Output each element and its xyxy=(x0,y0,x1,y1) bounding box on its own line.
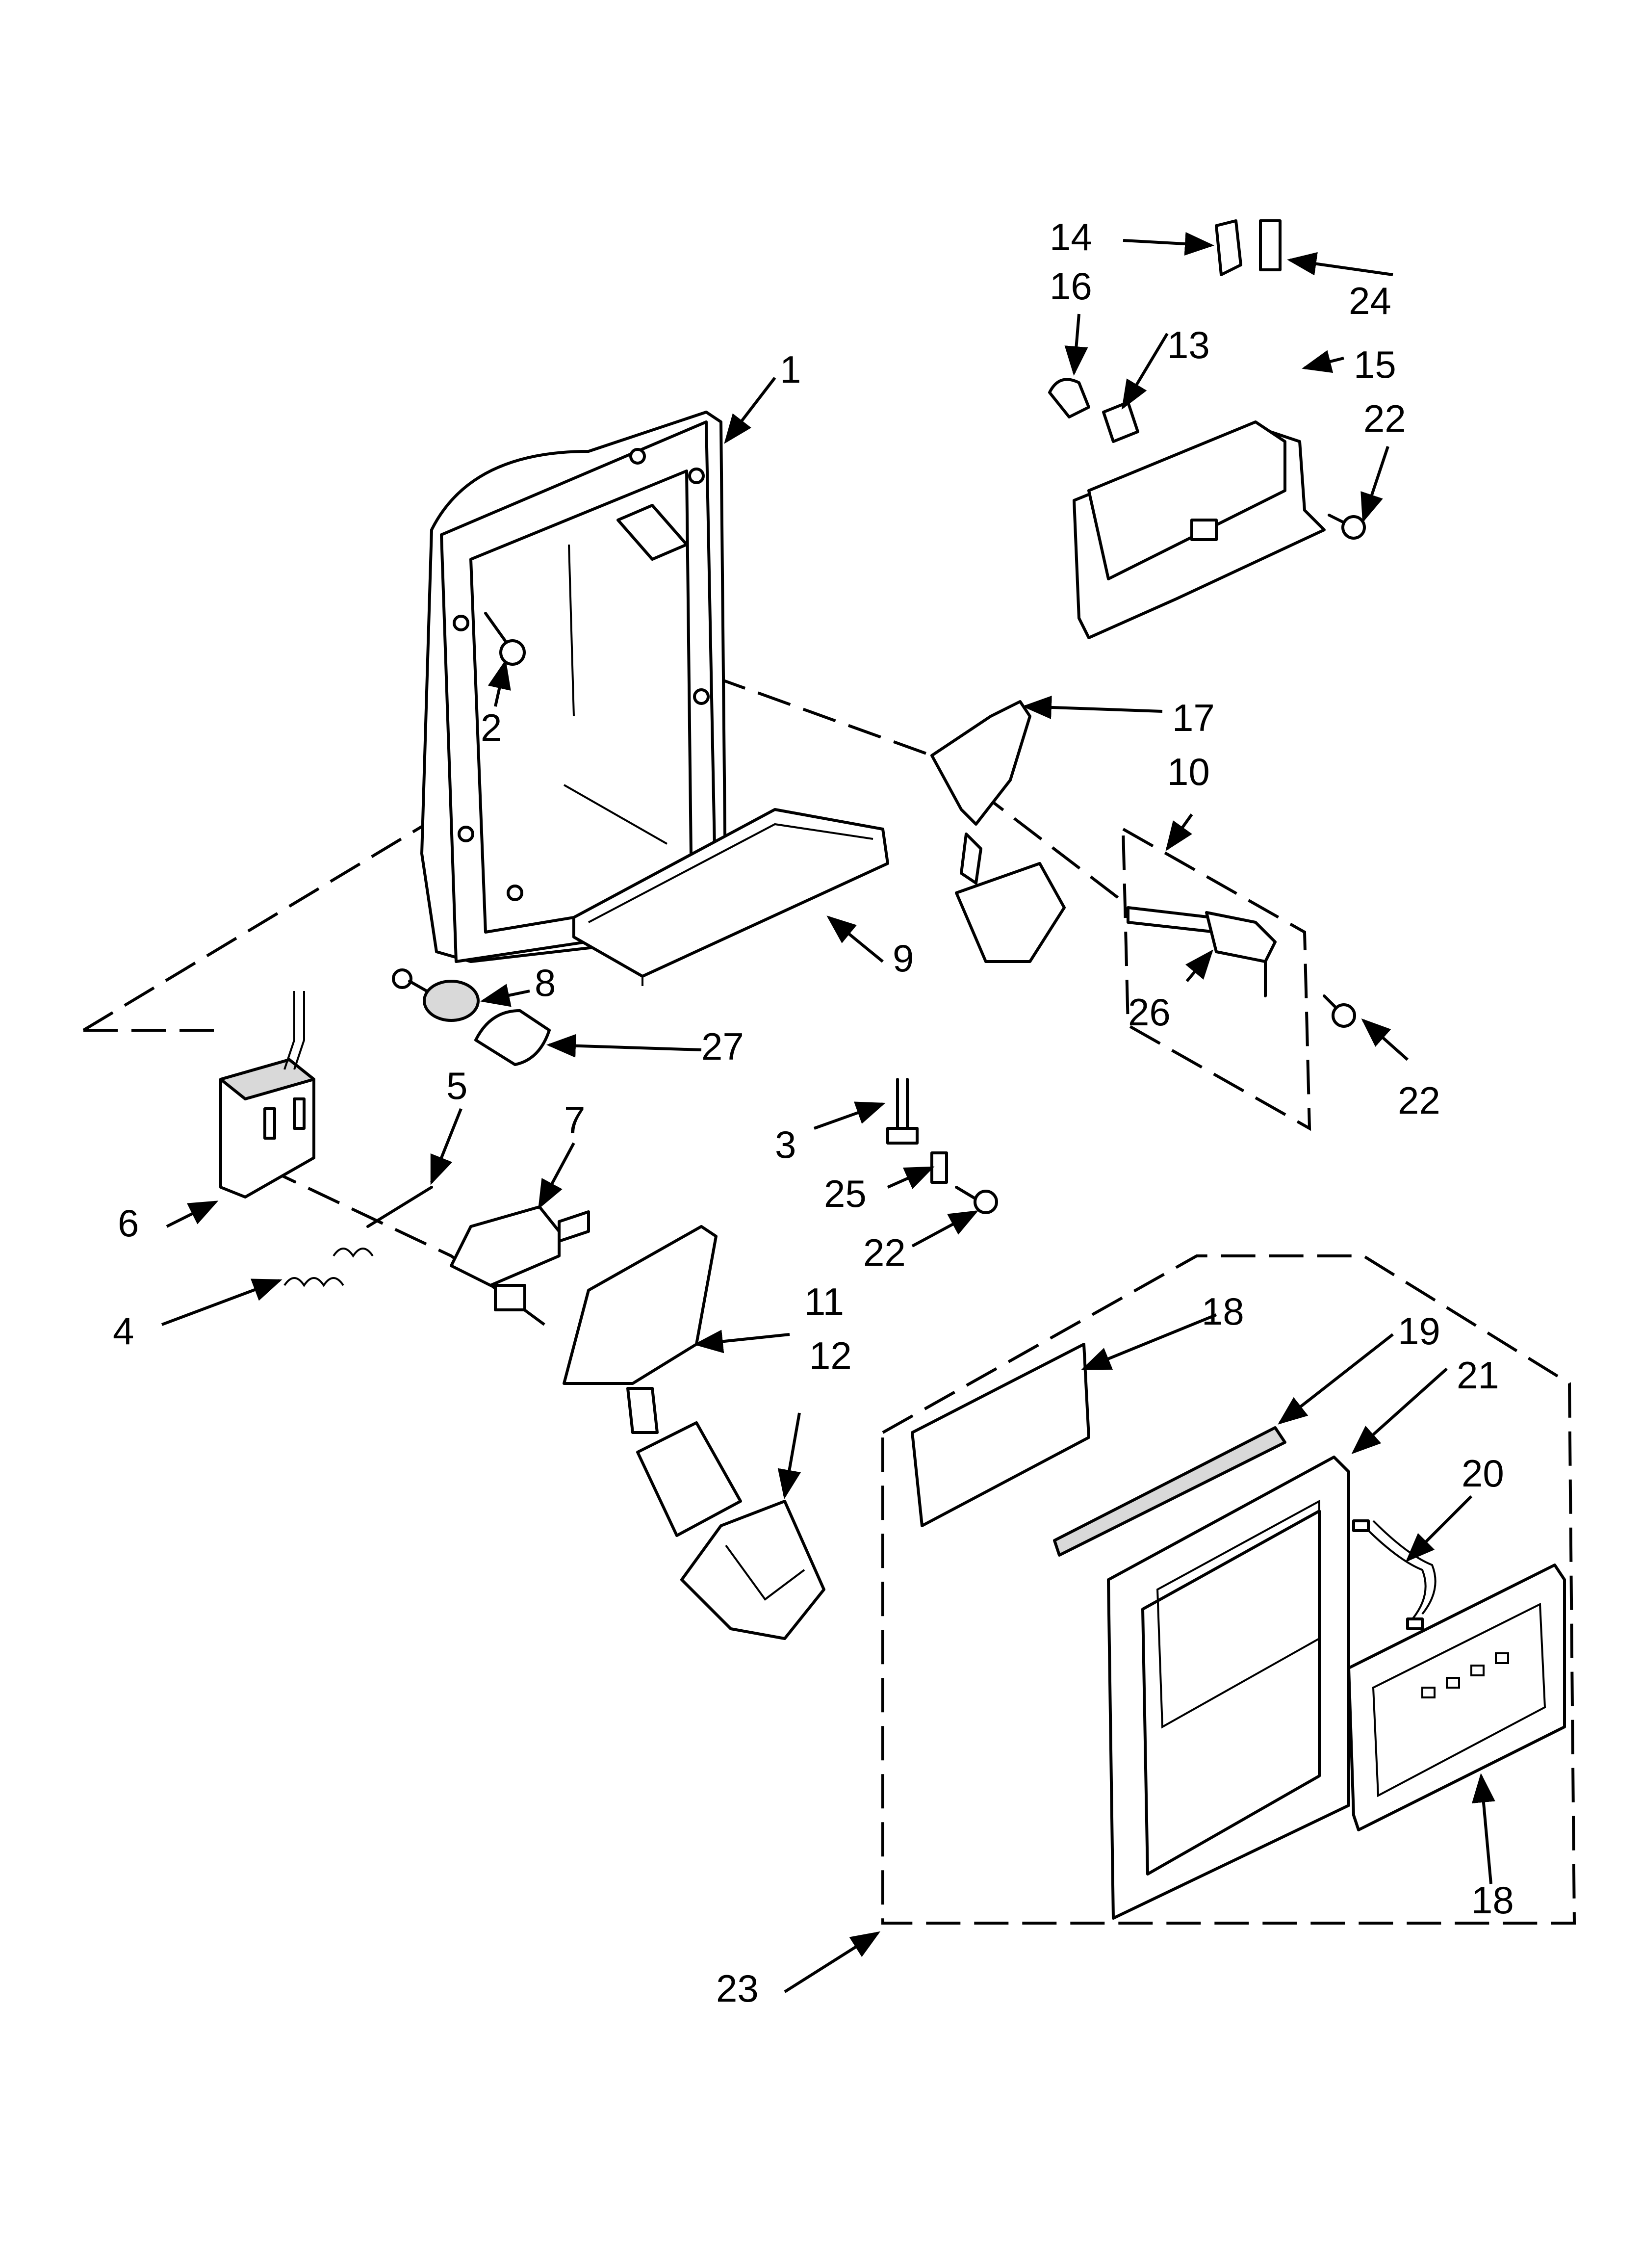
callout-16: 16 xyxy=(1050,264,1092,308)
bulb-16 xyxy=(1048,378,1090,418)
screw-22-center xyxy=(955,1186,998,1214)
callout-18-panel: 18 xyxy=(1471,1878,1514,1922)
drip-tray xyxy=(572,808,889,986)
callout-25: 25 xyxy=(824,1172,867,1215)
light-bracket-15 xyxy=(1073,420,1326,639)
callout-13: 13 xyxy=(1167,323,1210,366)
circuit-board-18 xyxy=(911,1343,1090,1527)
pin-5 xyxy=(366,1186,433,1228)
callout-23: 23 xyxy=(716,1967,759,2010)
callout-1: 1 xyxy=(780,348,801,391)
callout-8: 8 xyxy=(535,961,556,1004)
cover-27 xyxy=(474,1009,551,1066)
callout-22-right: 22 xyxy=(1398,1079,1440,1122)
bracket-25 xyxy=(930,1151,948,1184)
callout-2: 2 xyxy=(481,706,502,749)
callout-20: 20 xyxy=(1462,1452,1504,1495)
screw-22-right xyxy=(1323,994,1356,1028)
callout-22-center: 22 xyxy=(863,1231,906,1274)
ice-chute-12 xyxy=(680,1500,825,1640)
water-paddle-17 xyxy=(930,700,1066,963)
callout-7: 7 xyxy=(564,1098,585,1142)
module-6 xyxy=(219,991,315,1199)
callout-14: 14 xyxy=(1050,215,1092,259)
leader-lines xyxy=(161,232,1495,1993)
callout-19: 19 xyxy=(1398,1309,1440,1353)
callout-27: 27 xyxy=(701,1025,744,1068)
solenoid-8 xyxy=(392,968,480,1022)
callout-4: 4 xyxy=(113,1309,134,1353)
lever-assembly-10 xyxy=(1122,828,1311,1131)
ice-paddle-11 xyxy=(563,1225,742,1537)
callout-5: 5 xyxy=(446,1064,467,1107)
trim-strip-19 xyxy=(1053,1426,1286,1557)
callout-12: 12 xyxy=(809,1334,852,1377)
callout-22-top: 22 xyxy=(1363,397,1406,440)
wire-harness-20 xyxy=(1352,1519,1437,1630)
callout-labels: 1 2 3 4 5 6 7 8 9 10 11 12 13 14 15 16 1… xyxy=(113,215,1514,2010)
callout-26: 26 xyxy=(1128,991,1171,1034)
control-panel-18 xyxy=(1347,1564,1566,1831)
front-panel-21 xyxy=(1107,1456,1350,1920)
springs-4 xyxy=(283,1248,374,1287)
callout-6: 6 xyxy=(118,1201,139,1245)
screw-2 xyxy=(484,612,526,666)
callout-15: 15 xyxy=(1354,343,1396,386)
callout-21: 21 xyxy=(1457,1354,1499,1397)
dispenser-housing xyxy=(420,411,727,963)
callout-11: 11 xyxy=(804,1280,844,1323)
plate-24 xyxy=(1259,219,1282,271)
callout-17: 17 xyxy=(1172,696,1215,739)
switch-3 xyxy=(886,1078,919,1145)
panel-assembly-23 xyxy=(881,1254,1576,1925)
callout-3: 3 xyxy=(775,1123,796,1166)
callout-18-board: 18 xyxy=(1202,1290,1244,1333)
switch-14 xyxy=(1215,219,1242,276)
callout-24: 24 xyxy=(1349,279,1391,322)
socket-13 xyxy=(1102,401,1139,443)
screw-22-top xyxy=(1328,514,1366,540)
actuator-7 xyxy=(450,1205,590,1311)
callout-9: 9 xyxy=(893,937,914,980)
callout-10: 10 xyxy=(1167,750,1210,793)
